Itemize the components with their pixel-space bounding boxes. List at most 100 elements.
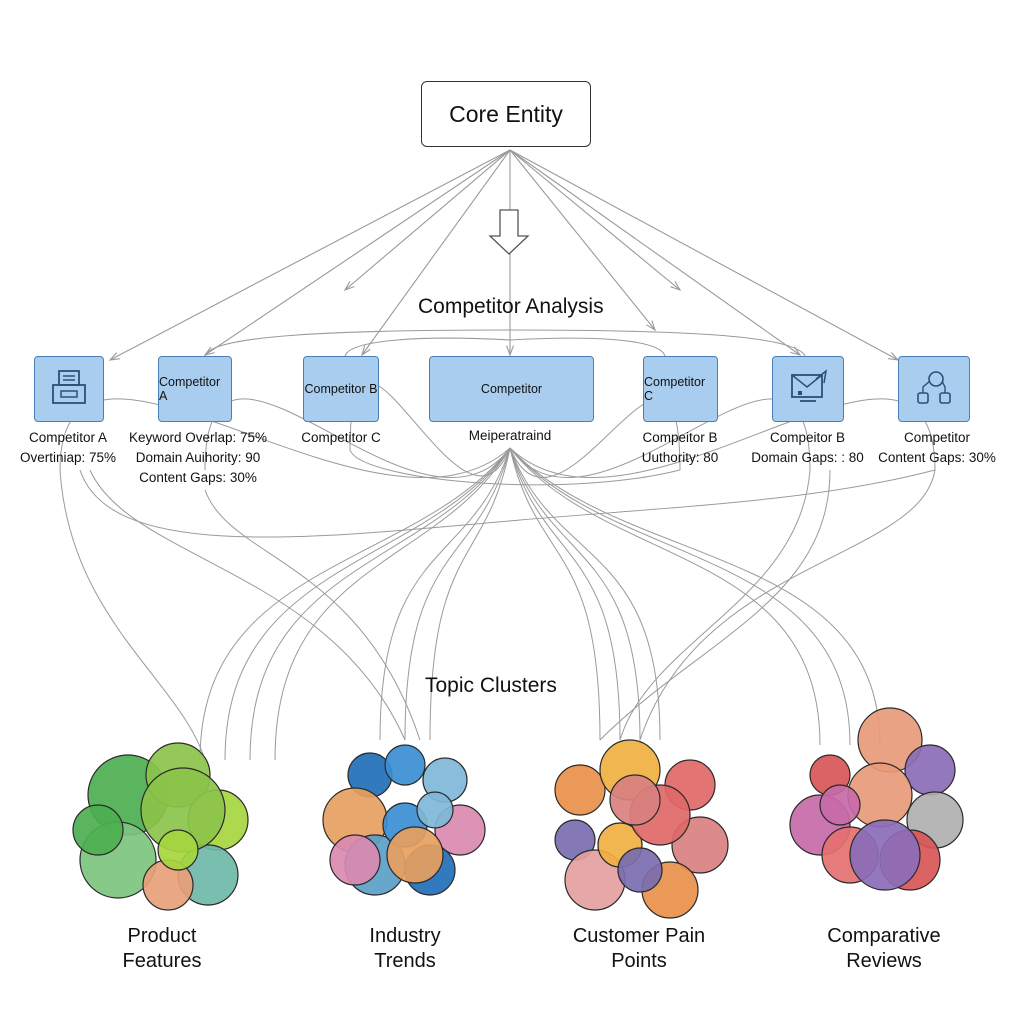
caption-1: Competitor A Overtiniap: 75% [18,428,118,468]
cluster-label-industry-trends: Industry Trends [305,924,505,974]
cluster-2-line-1: Industry [369,925,441,947]
caption-3-line-1: Competitor C [301,430,381,445]
cluster-connector-line [509,447,621,741]
caption-7: Competitor Content Gaps: 30% [872,428,1002,468]
cluster-label-customer-pain-points: Customer Pain Points [539,924,739,974]
cluster-3-line-1: Customer Pain [572,925,706,947]
caption-2-line-2: Domain Auihority: 90 [135,450,261,465]
cluster-1-line-2: Features [122,950,202,972]
core-entity-label: Core Entity [449,100,563,127]
cluster-bubble [157,829,199,871]
competitor-bracket-line [204,329,806,357]
cluster-bubble [416,791,454,829]
cluster-bubble [554,764,606,816]
network-nodes-icon [917,371,951,404]
cluster-3-line-2: Points [611,950,667,972]
cluster-connector-line [224,447,511,761]
cluster-connector-line [199,447,511,761]
cluster-connector-line [509,447,821,746]
core-connector-line [509,149,801,356]
competitor-box-3-label: Competitor B [304,382,378,396]
caption-6: Compeitor B Domain Gaps: : 80 [750,428,865,468]
competitor-box-4: Competitor [429,356,594,422]
cluster-bubble [72,804,124,856]
cross-connector-line [599,469,831,741]
cluster-connector-line [429,447,511,741]
document-stack-icon [52,370,86,404]
cross-connector-line [204,489,421,741]
cluster-bubble [329,834,381,886]
cross-connector-line [639,469,936,741]
core-connector-line [109,149,511,361]
topic-clusters-heading: Topic Clusters [425,674,557,697]
cluster-bubble [386,826,444,884]
cluster-label-comparative-reviews: Comparative Reviews [784,924,984,974]
competitor-box-2-label: Competitor A [159,375,221,403]
core-connector-line [204,149,511,356]
cross-connector-line [59,469,206,761]
caption-2: Keyword Overlap: 75% Domain Auihority: 9… [128,428,268,488]
cluster-2-line-2: Trends [374,950,436,972]
caption-6-line-1: Compeitor B [769,430,846,445]
cluster-connector-line [274,447,511,761]
cluster-label-product-features: Product Features [62,924,262,974]
cross-connector-line [79,469,936,538]
competitor-bracket-line [344,337,666,357]
cluster-connector-line [509,447,881,746]
cluster-bubble [609,774,661,826]
caption-4-line-1: Meiperatraind [468,428,552,443]
cross-connector-line [619,469,811,741]
cluster-4-line-1: Comparative [827,925,941,947]
arrowhead [506,345,514,357]
down-arrow-icon [488,209,530,255]
cluster-connector-line [509,447,661,741]
cross-connector-line [349,449,681,486]
competitor-box-5-label: Competitor C [644,375,706,403]
competitor-analysis-heading: Competitor Analysis [418,295,604,318]
caption-5-line-1: Compeitor B [642,430,718,445]
competitor-box-5: Competitor C [643,356,718,422]
competitor-box-3: Competitor B [303,356,379,422]
cluster-connector-line [509,447,851,746]
cluster-1-line-1: Product [127,925,197,947]
cluster-connector-line [249,447,511,761]
core-connector-line [509,149,681,291]
caption-5: Compeitor B Uuthority: 80 [630,428,730,468]
caption-5-line-2: Uuthority: 80 [641,450,719,465]
core-connector-line [509,149,899,361]
caption-2-line-1: Keyword Overlap: 75% [128,430,268,445]
cluster-connector-line [509,447,641,741]
cluster-connector-line [404,447,511,741]
caption-6-line-2: Domain Gaps: : 80 [751,450,864,465]
cluster-bubble [617,847,663,893]
competitor-box-6 [772,356,844,422]
cluster-connector-line [509,447,601,741]
arrowhead [646,320,657,332]
caption-1-line-1: Competitor A [28,430,108,445]
arrowhead [343,281,355,292]
competitor-box-7 [898,356,970,422]
competitor-box-4-label: Competitor [480,382,543,396]
caption-7-line-2: Content Gaps: 30% [878,450,996,465]
arrowhead [790,346,802,356]
caption-2-line-3: Content Gaps: 30% [139,470,257,485]
caption-3: Competitor C [296,428,386,448]
caption-4: Meiperatraind [450,426,570,446]
cluster-bubble [849,819,921,891]
laptop-chart-icon [791,369,828,402]
core-connector-line [361,149,511,356]
caption-7-line-1: Competitor [903,430,971,445]
cluster-bubble [384,744,426,786]
cluster-bubble [819,784,861,826]
cluster-connector-line [379,447,511,741]
cross-connector-line [89,469,406,741]
cluster-bubble [904,744,956,796]
cluster-4-line-2: Reviews [846,950,922,972]
arrowhead [670,281,682,292]
competitor-box-2: Competitor A [158,356,232,422]
core-connector-line [509,149,656,331]
arrowhead [361,345,371,357]
caption-1-line-2: Overtiniap: 75% [19,450,117,465]
competitor-box-1 [34,356,104,422]
arrowhead [108,352,120,361]
